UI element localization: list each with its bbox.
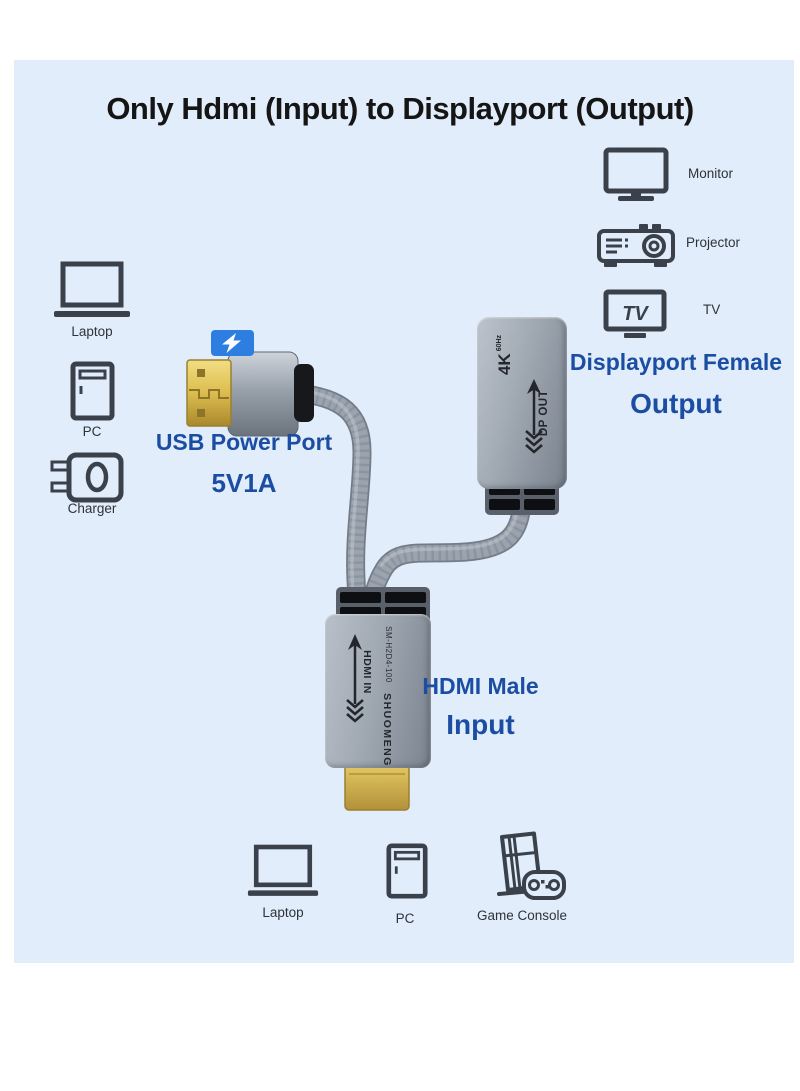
output-direction-label: Output [630, 388, 722, 419]
charger-label: Charger [67, 501, 117, 516]
usb-port-label: USB Power Port [155, 429, 333, 455]
projector-icon [597, 219, 675, 269]
laptop-bottom-label: Laptop [262, 905, 304, 920]
lightning-icon [222, 333, 241, 353]
game-console-label: Game Console [476, 908, 568, 923]
game-console-icon [486, 830, 566, 904]
usb-connector [186, 351, 314, 437]
output-connector-label: Displayport Female [569, 349, 783, 375]
usb-rating-label: 5V1A [211, 468, 277, 498]
input-direction-label: Input [446, 709, 515, 740]
laptop-icon [53, 261, 131, 319]
monitor-label: Monitor [688, 166, 734, 181]
pc-bottom-icon [386, 841, 428, 901]
hdmi-arrow-icon [346, 634, 364, 723]
page-title: Only Hdmi (Input) to Displayport (Output… [106, 91, 694, 126]
tv-label: TV [703, 302, 721, 317]
power-badge [211, 330, 254, 356]
pc-label: PC [82, 424, 102, 439]
projector-label: Projector [686, 235, 741, 250]
hdmi-connector-body: HDMI IN SM-H2D4-100 SHUOMENG [325, 614, 431, 768]
pc-icon [70, 361, 115, 421]
input-connector-label: HDMI Male [422, 673, 539, 699]
laptop-bottom-icon [247, 843, 319, 899]
monitor-icon [603, 147, 669, 203]
usb-cable [286, 383, 372, 604]
laptop-label: Laptop [71, 324, 113, 339]
tv-icon: TV [603, 289, 667, 339]
dp-cable [364, 490, 532, 607]
charger-icon [50, 452, 124, 504]
pc-bottom-label: PC [395, 911, 415, 926]
dp-arrow-icon [525, 379, 543, 454]
infographic-background-panel [14, 60, 794, 963]
tv-glyph: TV [622, 303, 649, 325]
